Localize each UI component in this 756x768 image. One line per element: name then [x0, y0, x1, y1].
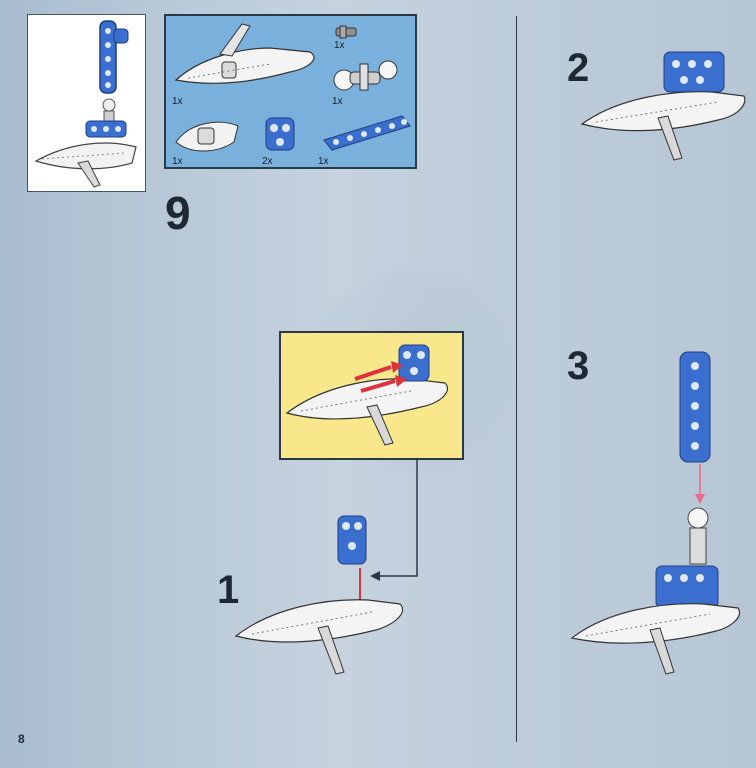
substep-2-number: 2 — [567, 46, 590, 90]
parts-qty-white-body: 1x — [172, 96, 183, 107]
assembly-preview-box — [27, 14, 146, 192]
parts-qty-axle: 1x — [334, 40, 345, 51]
main-step-number: 9 — [165, 187, 191, 239]
page-number: 8 — [18, 732, 25, 746]
red-insert-arrows-icon — [354, 361, 407, 393]
callout-pointer-arrow — [370, 458, 418, 581]
parts-list-panel: 1x 1x 1x 1x 2x 1x — [164, 14, 417, 169]
callout-assembly-illustration — [285, 344, 449, 446]
white-connector-piece-icon — [175, 121, 239, 152]
substep-1-illustration — [234, 515, 404, 675]
blue-liftarm-piece-icon — [323, 115, 411, 151]
substep-3-number: 3 — [567, 344, 590, 388]
ball-joint-piece-icon — [333, 60, 398, 91]
small-grey-axle-icon — [335, 25, 357, 39]
parts-qty-ball-joint: 1x — [332, 96, 343, 107]
substep-3-illustration — [570, 351, 741, 675]
column-divider — [516, 16, 517, 742]
white-body-piece-icon — [174, 23, 315, 84]
blue-socket-piece-icon — [265, 117, 295, 151]
assembly-preview-icon — [34, 20, 137, 188]
detail-callout-box — [279, 331, 464, 460]
substep-1-number: 1 — [217, 568, 240, 612]
parts-qty-connector: 1x — [172, 156, 183, 167]
substep-2-illustration — [580, 51, 746, 161]
parts-qty-socket: 2x — [262, 156, 273, 167]
parts-qty-liftarm: 1x — [318, 156, 329, 167]
